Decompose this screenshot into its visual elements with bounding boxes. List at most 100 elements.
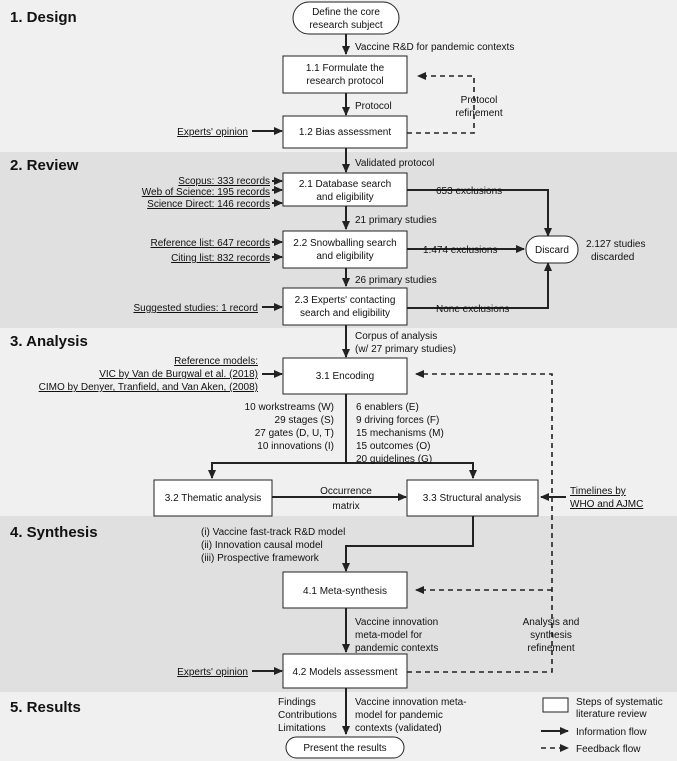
- step-2-1-box: [282, 172, 408, 207]
- flow-label-21-primary: 21 primary studies: [355, 215, 437, 226]
- flow-2-3-to-discard: [407, 262, 552, 309]
- code-stages: 29 stages (S): [275, 415, 334, 426]
- input-scopus: Scopus: 333 records: [178, 176, 270, 187]
- step-2-1-line-1: 2.1 Database search: [299, 179, 391, 190]
- input-web-of-science: Web of Science: 195 records: [142, 187, 270, 198]
- phase-design-title: 1. Design: [10, 9, 77, 26]
- synthesis-output-3: (iii) Prospective framework: [201, 553, 320, 564]
- feedback-analysis-refinement: [407, 370, 553, 673]
- exclusions-none: None exclusions: [436, 304, 509, 315]
- start-terminal: [292, 1, 400, 35]
- step-1-2-label: 1.2 Bias assessment: [299, 127, 391, 138]
- meta-model-line-1: Vaccine innovation: [355, 617, 438, 628]
- legend-step-swatch: [542, 697, 569, 713]
- input-suggested-studies: Suggested studies: 1 record: [133, 303, 258, 314]
- discard-terminal: [525, 235, 579, 264]
- validated-model-line-3: contexts (validated): [355, 723, 442, 734]
- analysis-refinement-line-1: Analysis and: [523, 617, 580, 628]
- step-3-2-label: 3.2 Thematic analysis: [165, 493, 262, 504]
- step-1-1-box: [282, 55, 408, 94]
- analysis-refinement-line-3: refinement: [527, 643, 574, 654]
- input-reference-list: Reference list: 647 records: [150, 238, 270, 249]
- occurrence-line-2: matrix: [332, 501, 359, 512]
- end-terminal: [285, 736, 405, 759]
- meta-model-line-3: pandemic contexts: [355, 643, 438, 654]
- validated-model-line-1: Vaccine innovation meta-: [355, 697, 467, 708]
- analysis-refinement-line-2: synthesis: [530, 630, 572, 641]
- legend-info-label: Information flow: [576, 727, 647, 738]
- phase-analysis-title: 3. Analysis: [10, 333, 88, 350]
- findings-line-3: Limitations: [278, 723, 326, 734]
- timelines-line-1: Timelines by: [570, 486, 626, 497]
- step-2-3-line-1: 2.3 Experts' contacting: [295, 295, 396, 306]
- code-guidelines: 20 guidelines (G): [356, 454, 432, 465]
- step-2-2-line-1: 2.2 Snowballing search: [293, 238, 396, 249]
- input-citing-list: Citing list: 832 records: [171, 253, 270, 264]
- step-3-1-label: 3.1 Encoding: [316, 371, 374, 382]
- synthesis-output-1: (i) Vaccine fast-track R&D model: [201, 527, 345, 538]
- timelines-line-2: WHO and AJMC: [570, 499, 643, 510]
- corpus-line-1: Corpus of analysis: [355, 331, 437, 342]
- phase-synthesis-title: 4. Synthesis: [10, 524, 98, 541]
- step-4-1-box: [282, 571, 408, 609]
- discarded-line-1: 2.127 studies: [586, 239, 646, 250]
- flow-label-26-primary: 26 primary studies: [355, 275, 437, 286]
- findings-line-1: Findings: [278, 697, 316, 708]
- exclusions-1474: 1.474 exclusions: [423, 245, 498, 256]
- flow-3-1-to-3-3: [346, 462, 477, 479]
- flow-label-protocol: Protocol: [355, 101, 392, 112]
- reference-models-line-2: VIC by Van de Burgwal et al. (2018): [99, 369, 258, 380]
- step-1-1-line-1: 1.1 Formulate the: [306, 63, 385, 74]
- code-driving-forces: 9 driving forces (F): [356, 415, 439, 426]
- step-4-2-label: 4.2 Models assessment: [292, 667, 397, 678]
- step-3-2-box: [153, 479, 273, 517]
- step-3-3-label: 3.3 Structural analysis: [423, 493, 521, 504]
- phase-review-title: 2. Review: [10, 157, 79, 174]
- code-outcomes: 15 outcomes (O): [356, 441, 430, 452]
- code-gates: 27 gates (D, U, T): [255, 428, 334, 439]
- end-label: Present the results: [303, 743, 386, 754]
- step-2-3-box: [282, 287, 408, 326]
- step-2-1-line-2: and eligibility: [316, 192, 373, 203]
- flow-2-1-to-discard: [407, 189, 552, 237]
- discard-label: Discard: [535, 245, 569, 256]
- findings-line-2: Contributions: [278, 710, 337, 721]
- protocol-refinement-line-2: refinement: [455, 108, 502, 119]
- code-enablers: 6 enablers (E): [356, 402, 419, 413]
- code-mechanisms: 15 mechanisms (M): [356, 428, 444, 439]
- step-2-3-line-2: search and eligibility: [300, 308, 390, 319]
- legend-steps-line-2: literature review: [576, 709, 647, 720]
- legend-steps-line-1: Steps of systematic: [576, 697, 663, 708]
- start-line-1: Define the core: [312, 7, 380, 18]
- step-3-3-box: [406, 479, 539, 517]
- flow-3-3-to-4-1: [342, 516, 474, 572]
- corpus-line-2: (w/ 27 primary studies): [355, 344, 456, 355]
- reference-models-line-1: Reference models:: [174, 356, 258, 367]
- reference-models-line-3: CIMO by Denyer, Tranfield, and Van Aken,…: [39, 382, 258, 393]
- step-1-2-box: [282, 115, 408, 149]
- start-line-2: research subject: [309, 20, 383, 31]
- step-4-2-box: [282, 653, 408, 689]
- protocol-refinement-line-1: Protocol: [461, 95, 498, 106]
- legend-feedback-label: Feedback flow: [576, 744, 641, 755]
- step-1-1-line-2: research protocol: [306, 76, 383, 87]
- phase-results-title: 5. Results: [10, 699, 81, 716]
- exclusions-653: 653 exclusions: [436, 186, 502, 197]
- discarded-line-2: discarded: [591, 252, 634, 263]
- input-science-direct: Science Direct: 146 records: [147, 199, 270, 210]
- step-2-2-line-2: and eligibility: [316, 251, 373, 262]
- step-4-1-label: 4.1 Meta-synthesis: [303, 586, 387, 597]
- occurrence-line-1: Occurrence: [320, 486, 372, 497]
- validated-model-line-2: model for pandemic: [355, 710, 443, 721]
- step-2-2-box: [282, 230, 408, 269]
- step-3-1-box: [282, 357, 408, 395]
- code-workstreams: 10 workstreams (W): [245, 402, 334, 413]
- flow-label-validated-protocol: Validated protocol: [355, 158, 434, 169]
- flow-label-vaccine-rd: Vaccine R&D for pandemic contexts: [355, 42, 514, 53]
- input-experts-opinion-1: Experts' opinion: [177, 127, 248, 138]
- flow-3-1-to-3-2: [208, 394, 347, 479]
- meta-model-line-2: meta-model for: [355, 630, 423, 641]
- synthesis-output-2: (ii) Innovation causal model: [201, 540, 323, 551]
- input-experts-opinion-2: Experts' opinion: [177, 667, 248, 678]
